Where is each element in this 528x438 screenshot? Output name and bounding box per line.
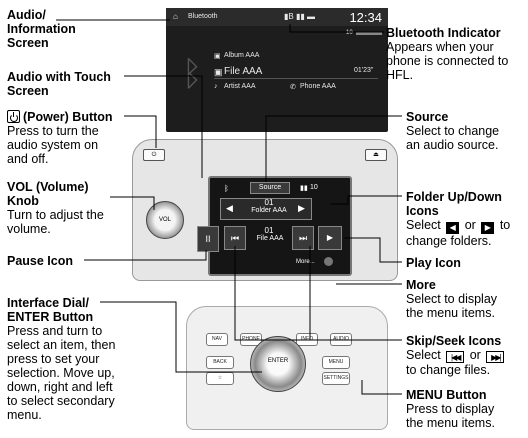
folder-up-icon[interactable]: ▶ bbox=[298, 203, 305, 213]
phone-icon: ✆ bbox=[290, 84, 296, 91]
folder-name: Folder AAA bbox=[251, 207, 287, 214]
panel-signal-icon: ▮▮ bbox=[300, 185, 308, 192]
leader-skip-a bbox=[234, 246, 402, 341]
folder-row bbox=[220, 198, 312, 220]
progress-bar bbox=[214, 78, 378, 79]
file-icon: ▣ bbox=[214, 67, 223, 77]
pause-icon[interactable]: II bbox=[197, 226, 219, 252]
more-button[interactable]: More... bbox=[296, 259, 315, 265]
callout-bluetooth-indicator: Bluetooth Indicator Appears when your ph… bbox=[386, 26, 509, 82]
skip-back-mini-icon: |◀◀ bbox=[446, 351, 465, 363]
bluetooth-logo-icon: ᛒ bbox=[182, 55, 203, 93]
callout-audio-touch-screen: Audio with Touch Screen bbox=[7, 70, 111, 98]
screen-header: Bluetooth bbox=[188, 13, 218, 20]
file-number: 01 bbox=[264, 226, 274, 235]
callout-vol-knob: VOL (Volume) Knob Turn to adjust the vol… bbox=[7, 180, 104, 236]
callout-folder-icons: Folder Up/Down Icons Select ◀ or ▶ to ch… bbox=[406, 190, 511, 248]
callout-power-button: (Power) Button Press to turn the audio s… bbox=[7, 110, 113, 166]
eject-button[interactable]: ⏏ bbox=[365, 149, 387, 161]
screen-file: File AAA bbox=[224, 66, 263, 77]
vol-knob[interactable]: VOL bbox=[146, 201, 184, 239]
folder-down-icon[interactable]: ◀ bbox=[226, 203, 233, 213]
skip-forward-mini-icon: ▶▶| bbox=[486, 351, 505, 363]
panel-volume: 10 bbox=[310, 184, 318, 191]
audio-info-screen: Bluetooth ⌂ ▮B ▮▮ ▬ 12:34 10 ᛒ ▣ Album A… bbox=[166, 8, 388, 132]
nav-button[interactable]: NAV bbox=[206, 333, 228, 346]
vol-knob-label: VOL bbox=[158, 217, 171, 223]
skip-forward-icon[interactable]: ⏭ bbox=[292, 226, 314, 250]
folder-up-mini-icon: ▶ bbox=[481, 222, 495, 234]
screen-elapsed: 01'23" bbox=[354, 67, 374, 74]
leader-power bbox=[124, 115, 157, 148]
volume-bar bbox=[356, 32, 382, 35]
screen-clock: 12:34 bbox=[349, 10, 382, 25]
play-icon[interactable]: ▶ bbox=[318, 226, 342, 250]
screen-status-bar bbox=[166, 8, 388, 26]
folder-number: 01 bbox=[264, 198, 274, 207]
menu-button[interactable]: MENU bbox=[322, 356, 350, 369]
home-icon: ⌂ bbox=[173, 12, 178, 21]
interface-dial[interactable]: ENTER bbox=[250, 336, 306, 392]
artist-icon: ♪ bbox=[214, 83, 218, 90]
back-button[interactable]: BACK bbox=[206, 356, 234, 369]
callout-source: Source Select to change an audio source. bbox=[406, 110, 500, 152]
callout-play-icon: Play Icon bbox=[406, 256, 461, 270]
leader-menu bbox=[361, 380, 402, 395]
screen-volume: 10 bbox=[346, 30, 353, 36]
callout-pause-icon: Pause Icon bbox=[7, 254, 73, 268]
leader-vol bbox=[110, 196, 155, 210]
file-name: File AAA bbox=[256, 235, 284, 242]
leader-pause bbox=[84, 250, 207, 261]
source-button[interactable]: Source bbox=[250, 182, 290, 194]
screen-artist: Artist AAA bbox=[224, 83, 256, 90]
bluetooth-panel-icon: ᛒ bbox=[224, 184, 229, 193]
callout-more: More Select to display the menu items. bbox=[406, 278, 498, 320]
power-button[interactable]: ⏻ bbox=[143, 149, 165, 161]
bluetooth-indicator-icon: ▮B ▮▮ ▬ bbox=[284, 12, 315, 21]
callout-skip-seek: Skip/Seek Icons Select |◀◀ or ▶▶| to cha… bbox=[406, 334, 506, 377]
screen-phone: Phone AAA bbox=[300, 83, 336, 90]
callout-interface-dial: Interface Dial/ ENTER Button Press and t… bbox=[7, 296, 116, 422]
more-dot-icon bbox=[324, 257, 333, 266]
leader-bluetooth bbox=[289, 24, 384, 33]
folder-down-mini-icon: ◀ bbox=[446, 222, 460, 234]
enter-label: ENTER bbox=[267, 358, 289, 364]
audio-touch-screen: ᛒ Source ▮▮ 10 ◀ 01 Folder AAA ▶ II ⏮ 01… bbox=[197, 176, 352, 276]
callout-audio-info-screen: Audio/ Information Screen bbox=[7, 8, 76, 50]
settings-button[interactable]: SETTINGS bbox=[322, 372, 350, 385]
leader-play bbox=[344, 237, 402, 263]
leader-touch-screen bbox=[124, 75, 203, 178]
power-icon bbox=[7, 110, 20, 123]
screen-album: Album AAA bbox=[224, 52, 260, 59]
album-icon: ▣ bbox=[214, 53, 221, 60]
leader-interface bbox=[100, 301, 262, 373]
callout-menu-button: MENU Button Press to display the menu it… bbox=[406, 388, 495, 430]
leader-folder bbox=[330, 195, 402, 205]
leader-source bbox=[265, 115, 402, 182]
